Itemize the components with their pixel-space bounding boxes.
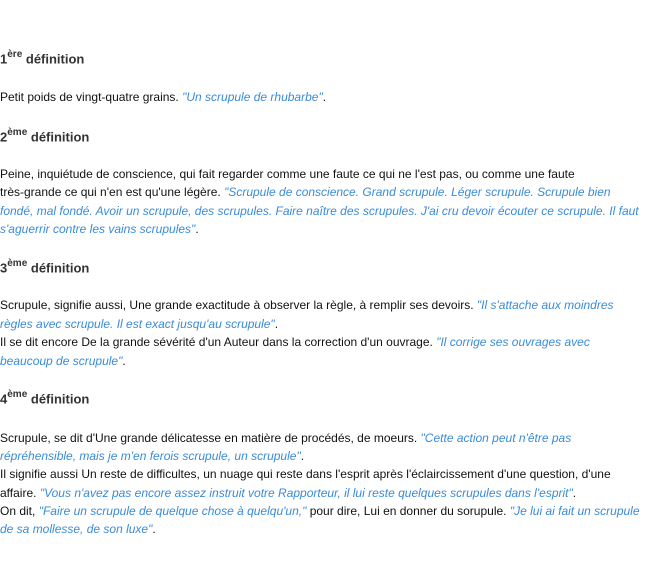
definition-text: . xyxy=(572,486,577,500)
definition-text: Il se dit encore De la grande sévérité d… xyxy=(0,335,437,349)
definition-text: Petit poids de vingt-quatre grains. xyxy=(0,90,183,104)
definition-heading: 3ème définition xyxy=(0,258,90,276)
definition-text: affaire. xyxy=(0,486,40,500)
definition-number: 1 xyxy=(0,51,8,67)
definition-text-line: Scrupule, signifie aussi, Une grande exa… xyxy=(0,298,614,312)
definition-text-line: Il se dit encore De la grande sévérité d… xyxy=(0,335,590,349)
definition-text-line: Petit poids de vingt-quatre grains. "Un … xyxy=(0,90,326,104)
example-quote: de sa mollesse, de son luxe" xyxy=(0,522,153,536)
example-quote: "Je lui ai fait un scrupule xyxy=(509,504,640,518)
example-quote: "Cette action peut n'être pas xyxy=(420,431,572,445)
definition-text: . xyxy=(152,522,156,536)
definition-heading: 4ème définition xyxy=(0,389,90,407)
definition-number: 3 xyxy=(0,260,8,276)
definition-text-line: très-grande ce qui n'en est qu'une légèr… xyxy=(0,185,611,199)
definition-label: définition xyxy=(25,51,85,67)
definition-text: . xyxy=(322,90,327,104)
definition-text: On dit, xyxy=(0,504,39,518)
definition-text-line: fondé, mal fondé. Avoir un scrupule, des… xyxy=(0,204,639,218)
definition-text-line: répréhensible, mais je m'en ferois scrup… xyxy=(0,449,304,463)
ordinal-suffix: ère xyxy=(7,49,23,60)
definition-text: Peine, inquiétude de conscience, qui fai… xyxy=(0,167,575,181)
definition-text-line: affaire. "Vous n'avez pas encore assez i… xyxy=(0,486,576,500)
example-quote: "Vous n'avez pas encore assez instruit v… xyxy=(39,486,573,500)
definition-text-line: s'aguerrir contre les vains scrupules". xyxy=(0,222,199,236)
definition-text-line: règles avec scrupule. Il est exact jusqu… xyxy=(0,317,278,331)
definition-text: pour dire, Lui en donner du sorupule. xyxy=(306,504,510,518)
definition-text-line: de sa mollesse, de son luxe". xyxy=(0,522,156,536)
definition-number: 2 xyxy=(0,129,8,145)
example-quote: "Il corrige ses ouvrages avec xyxy=(436,335,590,349)
definition-label: définition xyxy=(30,260,90,276)
example-quote: répréhensible, mais je m'en ferois scrup… xyxy=(0,449,301,463)
definition-number: 4 xyxy=(0,391,8,407)
definition-text-line: Peine, inquiétude de conscience, qui fai… xyxy=(0,167,575,181)
definition-text: . xyxy=(195,222,199,236)
example-quote: "Il s'attache aux moindres xyxy=(476,298,614,312)
definition-text-line: Scrupule, se dit d'Une grande délicatess… xyxy=(0,431,571,445)
definition-heading: 2ème définition xyxy=(0,127,90,145)
definition-text-line: On dit, "Faire un scrupule de quelque ch… xyxy=(0,504,640,518)
definition-text: . xyxy=(122,354,126,368)
definition-text: . xyxy=(274,317,279,331)
definition-text-line: beaucoup de scrupule". xyxy=(0,354,126,368)
example-quote: règles avec scrupule. Il est exact jusqu… xyxy=(0,317,275,331)
example-quote: beaucoup de scrupule" xyxy=(0,354,123,368)
definition-text: très-grande ce qui n'en est qu'une légèr… xyxy=(0,185,225,199)
definition-heading: 1ère définition xyxy=(0,49,85,67)
definition-label: définition xyxy=(30,129,90,145)
definition-text: Scrupule, se dit d'Une grande délicatess… xyxy=(0,431,421,445)
definition-text: Il signifie aussi Un reste de difficulte… xyxy=(0,467,611,481)
ordinal-suffix: ème xyxy=(7,389,28,400)
definition-label: définition xyxy=(30,391,90,407)
definition-text-line: Il signifie aussi Un reste de difficulte… xyxy=(0,467,611,481)
example-quote: s'aguerrir contre les vains scrupules" xyxy=(0,222,196,236)
ordinal-suffix: ème xyxy=(7,258,28,269)
definition-text: . xyxy=(300,449,305,463)
example-quote: "Un scrupule de rhubarbe" xyxy=(182,90,323,104)
definition-text: Scrupule, signifie aussi, Une grande exa… xyxy=(0,298,477,312)
example-quote: "Scrupule de conscience. Grand scrupule.… xyxy=(224,185,611,199)
example-quote: "Faire un scrupule de quelque chose à qu… xyxy=(38,504,307,518)
ordinal-suffix: ème xyxy=(7,127,28,138)
example-quote: fondé, mal fondé. Avoir un scrupule, des… xyxy=(0,204,639,218)
